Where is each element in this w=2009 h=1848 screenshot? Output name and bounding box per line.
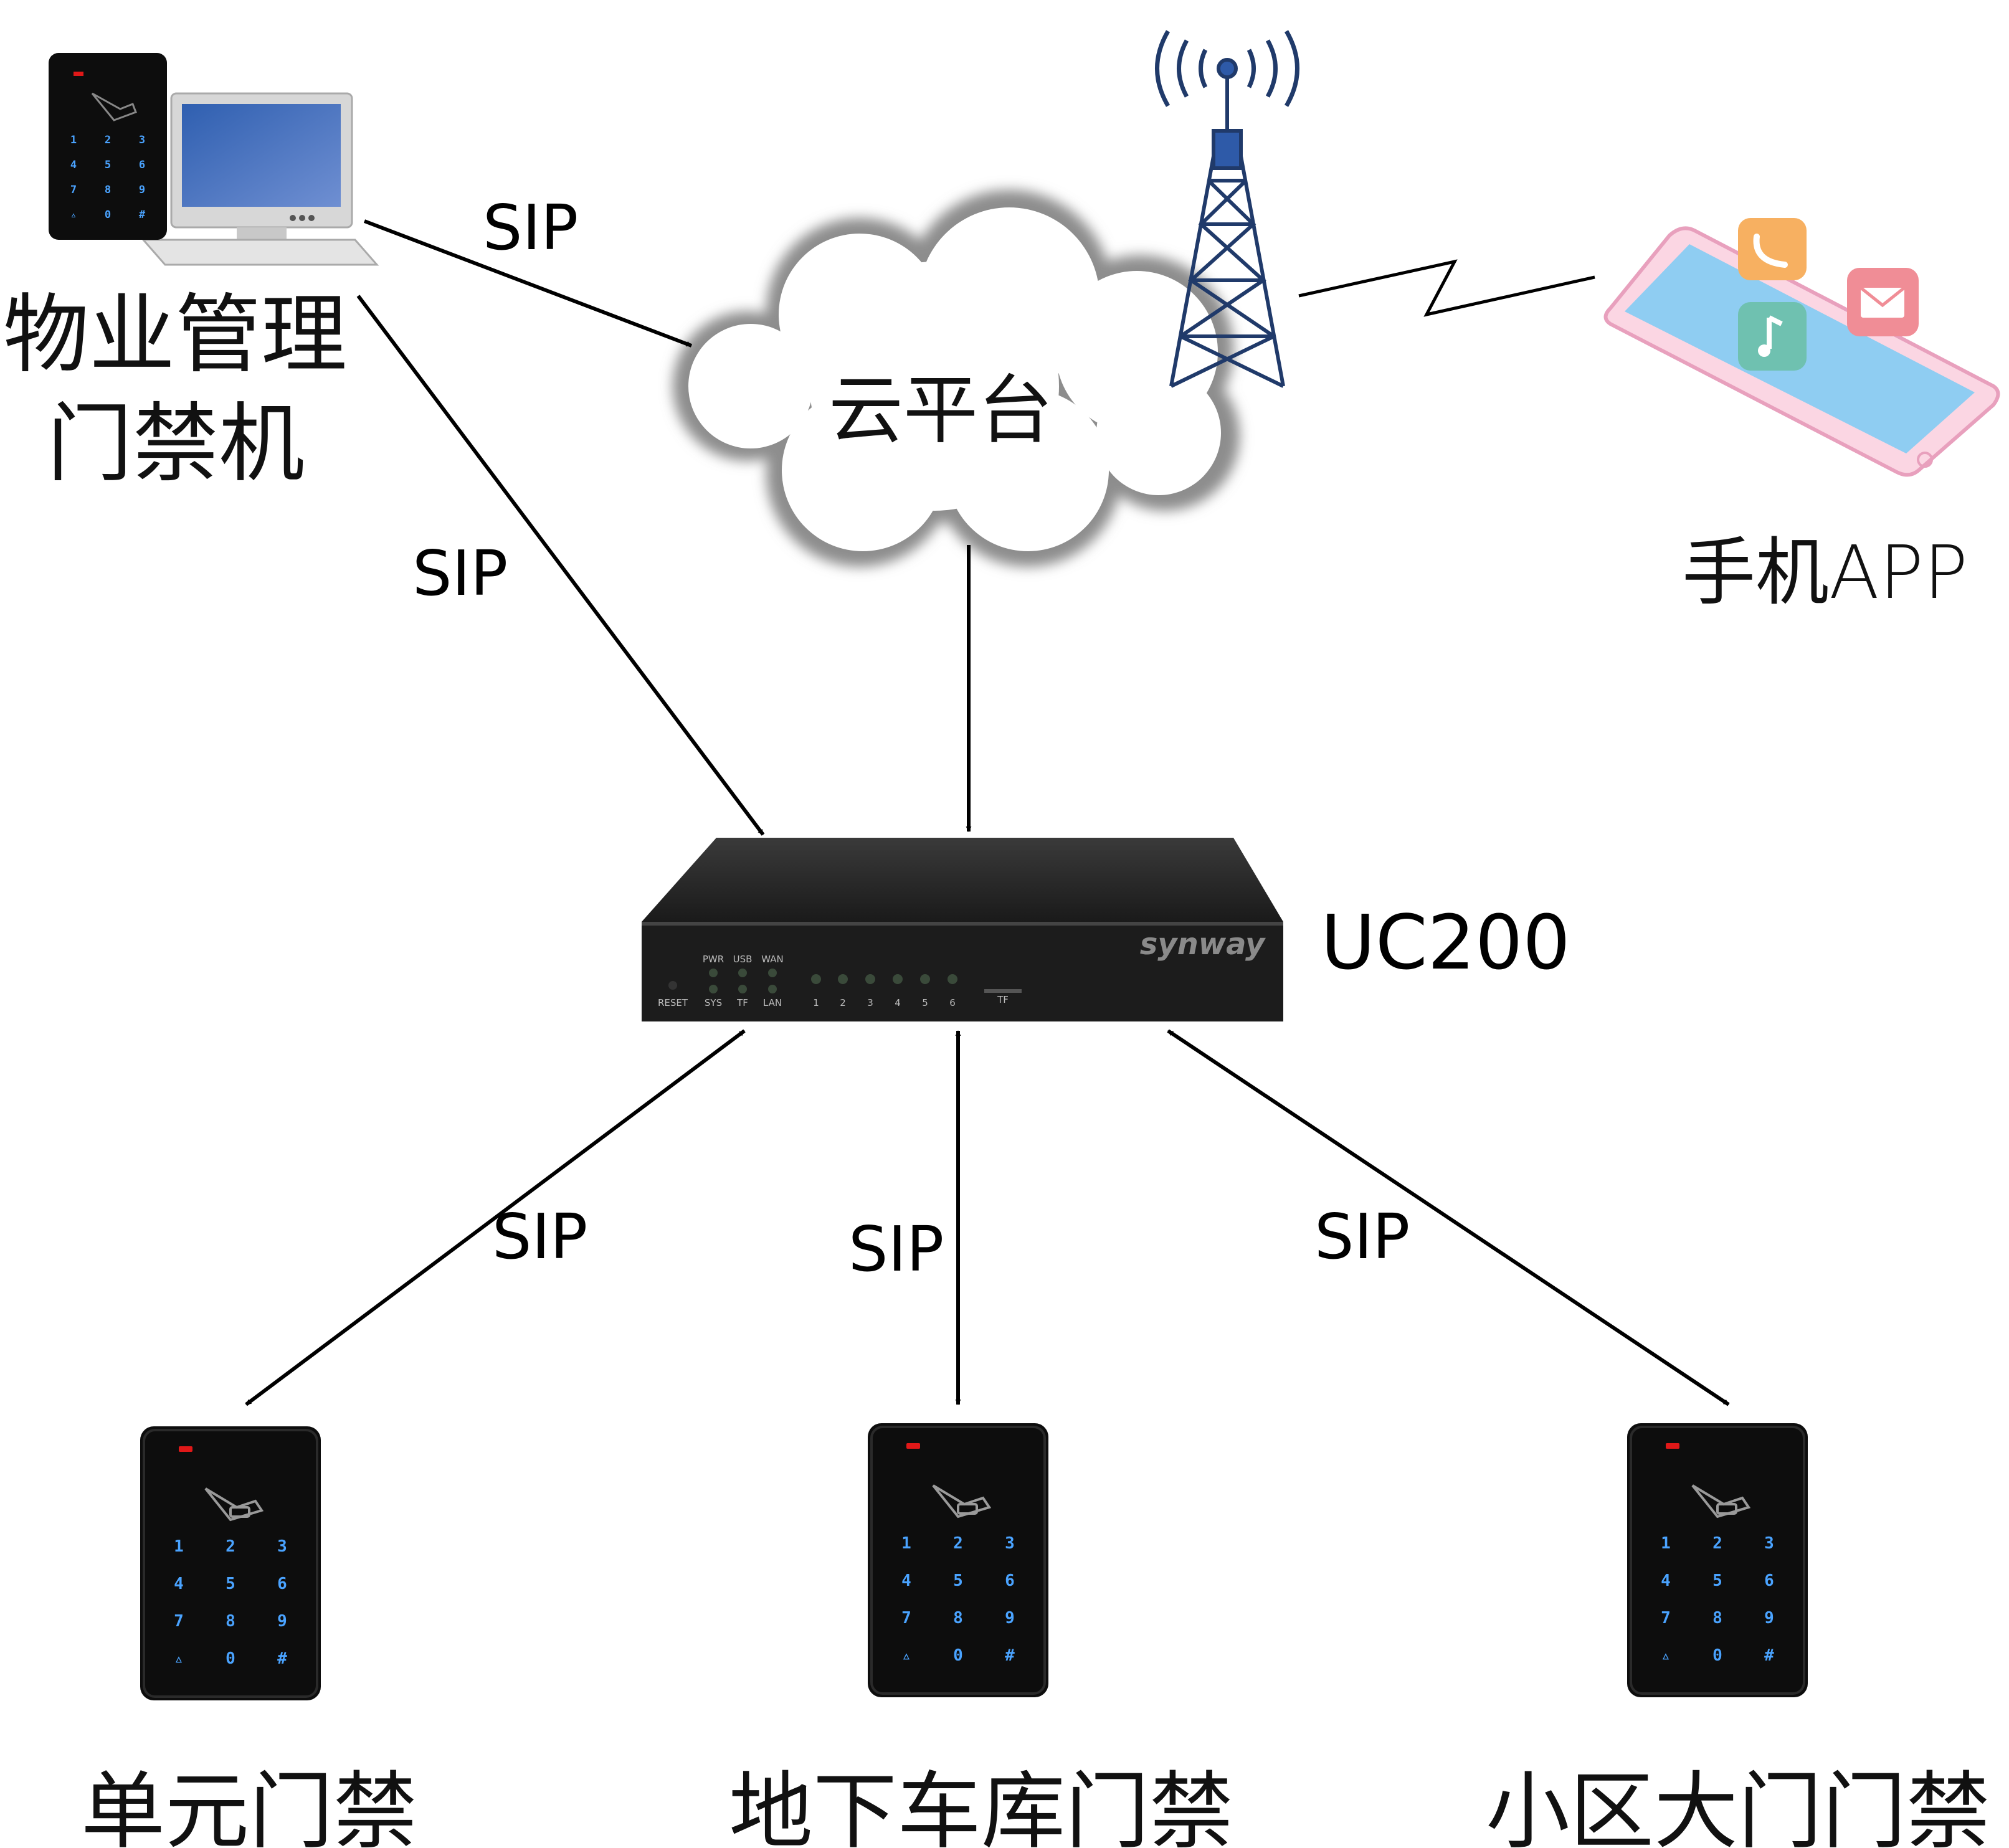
gate-door-label: 小区大门门禁 xyxy=(1486,1763,1990,1848)
edge-management-to-cloud xyxy=(363,219,693,348)
gateway-brand: synway xyxy=(1140,927,1266,962)
gateway-device-icon: RESET PWR USB WAN SYS TF LAN 1 2 3 4 5 6… xyxy=(642,838,1283,1021)
edge-gateway-gate-door xyxy=(1167,1029,1730,1406)
svg-text:1: 1 xyxy=(70,134,77,146)
panel-port-5: 5 xyxy=(922,997,928,1008)
svg-text:6: 6 xyxy=(139,159,145,171)
panel-port-6: 6 xyxy=(949,997,956,1008)
cloud-label: 云平台 xyxy=(829,367,1053,454)
svg-text:2: 2 xyxy=(105,134,111,146)
svg-text:#: # xyxy=(139,209,146,221)
sip-label-management-cloud: SIP xyxy=(483,191,578,264)
unit-door-keypad-icon xyxy=(139,1425,322,1702)
svg-text:3: 3 xyxy=(139,134,145,146)
smartphone-icon xyxy=(1603,218,2000,477)
svg-text:0: 0 xyxy=(105,209,111,221)
panel-usb-label: USB xyxy=(733,954,753,965)
phone-label: 手机APP xyxy=(1682,529,1968,615)
svg-text:7: 7 xyxy=(70,184,77,196)
sip-label-unit-door: SIP xyxy=(492,1200,587,1273)
panel-port-4: 4 xyxy=(895,997,901,1008)
svg-text:8: 8 xyxy=(105,184,111,196)
svg-text:▵: ▵ xyxy=(70,209,77,221)
panel-port-2: 2 xyxy=(840,997,846,1008)
edge-gateway-unit-door xyxy=(245,1029,746,1406)
management-computer-icon: 1 2 3 4 5 6 7 8 9 ▵ 0 # xyxy=(49,53,379,266)
gateway-label: UC200 xyxy=(1321,900,1570,987)
panel-tf2-label: TF xyxy=(997,994,1009,1005)
management-label-line1: 物业管理 xyxy=(3,285,347,385)
gate-door-keypad-icon xyxy=(1626,1422,1809,1699)
panel-port-3: 3 xyxy=(867,997,873,1008)
panel-port-1: 1 xyxy=(813,997,819,1008)
garage-door-label: 地下车库门禁 xyxy=(729,1763,1233,1848)
cloud-icon xyxy=(673,190,1240,567)
svg-text:4: 4 xyxy=(70,159,77,171)
management-label-line2: 门禁机 xyxy=(47,394,305,494)
panel-pwr-label: PWR xyxy=(703,954,724,965)
edge-management-to-gateway xyxy=(356,295,765,836)
panel-sys-label: SYS xyxy=(705,997,722,1008)
cell-tower-icon xyxy=(1155,30,1299,388)
garage-door-keypad-icon xyxy=(867,1422,1050,1699)
sip-label-gate-door: SIP xyxy=(1314,1200,1410,1273)
sip-label-garage-door: SIP xyxy=(848,1213,944,1286)
panel-wan-label: WAN xyxy=(761,954,784,965)
panel-reset-label: RESET xyxy=(658,997,688,1008)
panel-tf-label: TF xyxy=(736,997,748,1008)
svg-text:5: 5 xyxy=(105,159,111,171)
panel-lan-label: LAN xyxy=(763,997,782,1008)
unit-door-label: 单元门禁 xyxy=(81,1763,417,1848)
wireless-link xyxy=(1298,259,1595,317)
svg-text:9: 9 xyxy=(139,184,145,196)
sip-label-management-gateway: SIP xyxy=(412,537,508,610)
